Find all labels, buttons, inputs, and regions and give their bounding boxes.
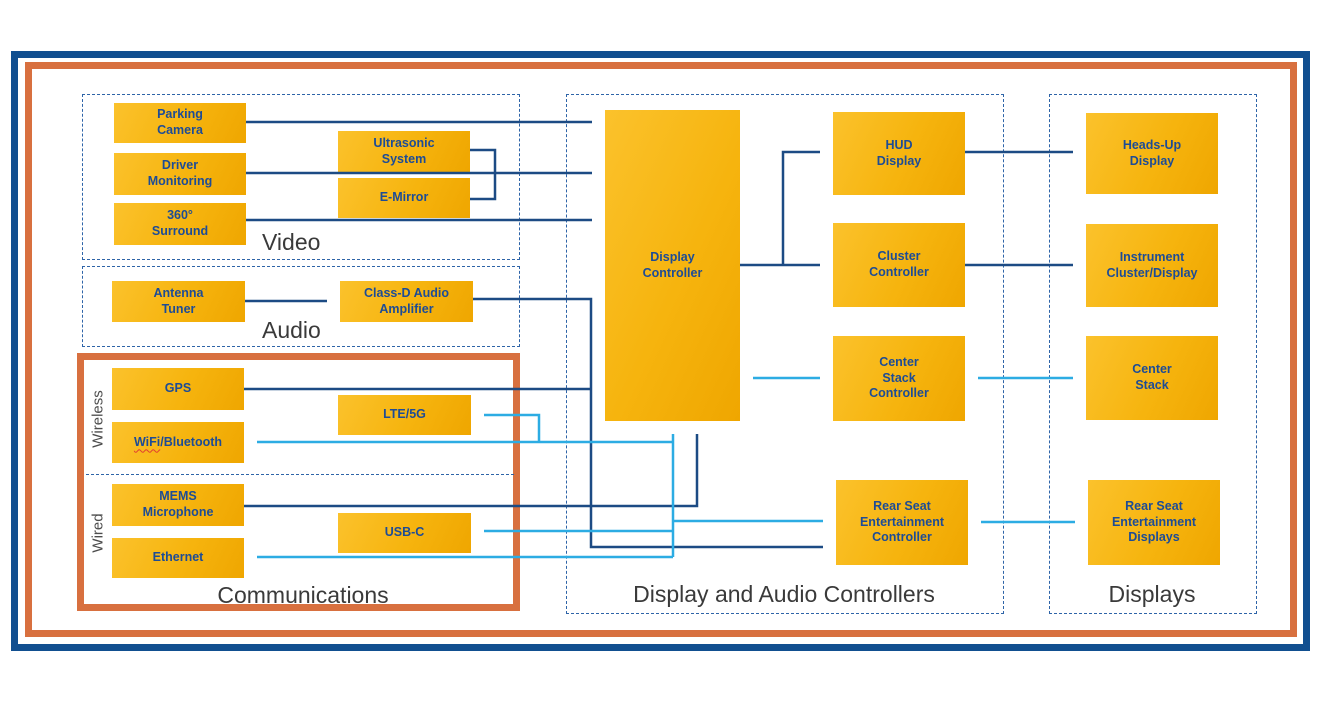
node-parking-camera: Parking Camera	[114, 103, 246, 143]
wireless-group-label: Wireless	[89, 390, 107, 448]
node-center-stack: Center Stack	[1086, 336, 1218, 420]
node-gps: GPS	[112, 368, 244, 410]
controllers-label: Display and Audio Controllers	[633, 581, 935, 607]
node-e-mirror: E-Mirror	[338, 178, 470, 218]
node-display-controller: Display Controller	[605, 110, 740, 421]
node-driver-monitoring: Driver Monitoring	[114, 153, 246, 195]
node-rear-seat-entertainment-controller: Rear Seat Entertainment Controller	[836, 480, 968, 565]
node-antenna-tuner: Antenna Tuner	[112, 281, 245, 322]
node-rear-seat-entertainment-displays: Rear Seat Entertainment Displays	[1088, 480, 1220, 565]
wireless-wired-divider	[86, 474, 514, 475]
displays-label: Displays	[1108, 581, 1196, 607]
outer-navy-frame	[11, 51, 1310, 651]
node-cluster-controller: Cluster Controller	[833, 223, 965, 307]
section-video	[82, 94, 520, 260]
video-label: Video	[262, 229, 321, 255]
node-mems-microphone: MEMS Microphone	[112, 484, 244, 526]
node-class-d-audio-amplifier: Class-D Audio Amplifier	[340, 281, 473, 322]
node-heads-up-display: Heads-Up Display	[1086, 113, 1218, 194]
bluetooth-text: /Bluetooth	[160, 434, 223, 449]
communications-label: Communications	[217, 582, 389, 608]
node-usb-c: USB-C	[338, 513, 471, 553]
node-hud-display: HUD Display	[833, 112, 965, 195]
wifi-text: WiFi	[133, 434, 161, 449]
node-ethernet: Ethernet	[112, 538, 244, 578]
node-360-surround: 360° Surround	[114, 203, 246, 245]
section-displays	[1049, 94, 1257, 614]
inner-orange-frame	[25, 62, 1297, 637]
node-ultrasonic-system: Ultrasonic System	[338, 131, 470, 172]
node-wifi-bluetooth: WiFi/Bluetooth	[112, 422, 244, 463]
wired-group-label: Wired	[89, 513, 107, 553]
node-instrument-cluster-display: Instrument Cluster/Display	[1086, 224, 1218, 307]
node-lte-5g: LTE/5G	[338, 395, 471, 435]
node-center-stack-controller: Center Stack Controller	[833, 336, 965, 421]
audio-label: Audio	[262, 317, 321, 343]
